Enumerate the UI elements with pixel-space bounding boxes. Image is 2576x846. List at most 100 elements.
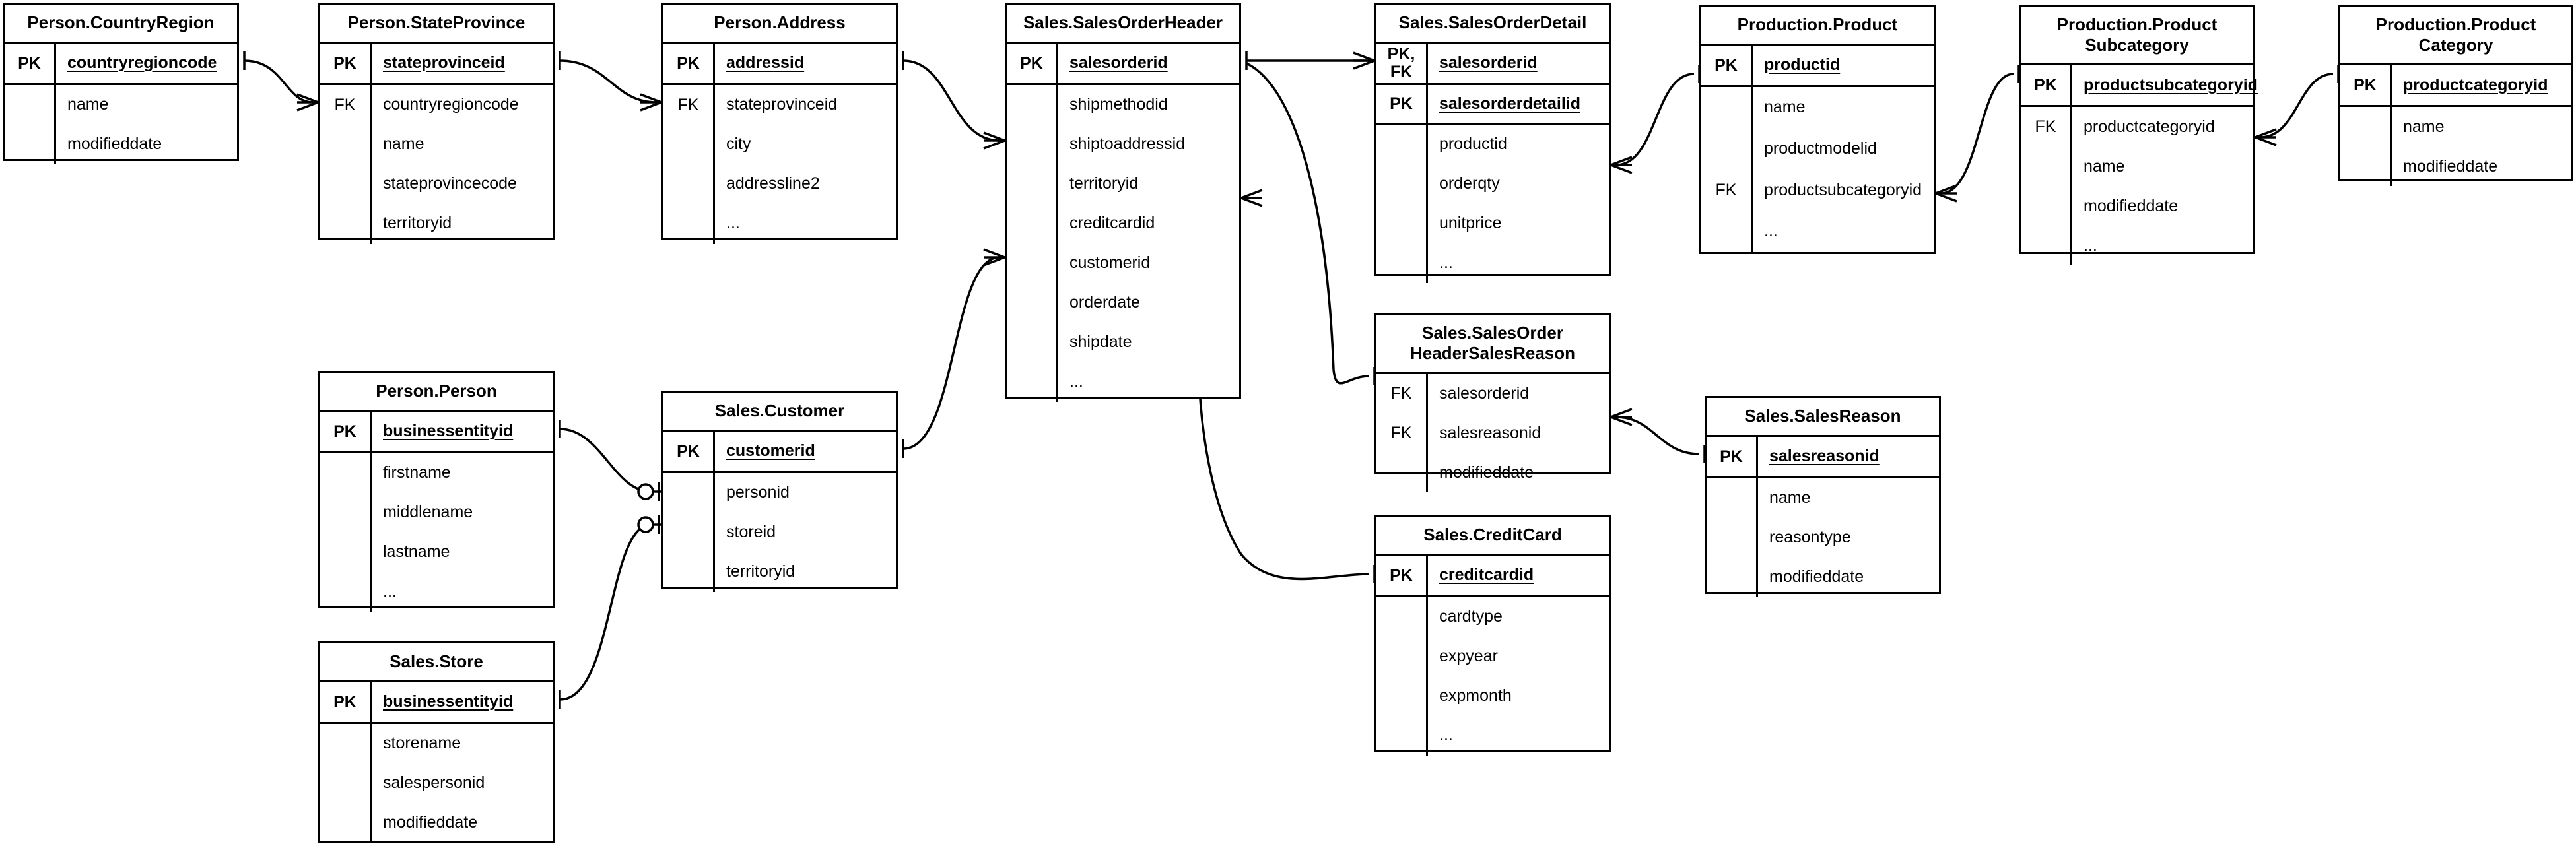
attribute-row[interactable]: unitprice — [1376, 203, 1609, 244]
attribute-name: shipdate — [1069, 333, 1132, 352]
key-field-name: businessentityid — [383, 422, 514, 441]
attribute-row[interactable]: modifieddate — [5, 124, 237, 164]
attribute-badge — [320, 164, 372, 204]
attribute-row[interactable]: stateprovincecode — [320, 164, 553, 204]
attribute-row[interactable]: ... — [663, 203, 896, 244]
attribute-row[interactable]: name — [1701, 86, 1934, 129]
attribute-row[interactable]: orderqty — [1376, 164, 1609, 204]
attribute-name: productmodelid — [1764, 139, 1877, 158]
attribute-row[interactable]: personid — [663, 472, 896, 513]
attribute-row[interactable]: name — [1707, 478, 1939, 518]
attribute-row[interactable]: ... — [320, 571, 553, 612]
attribute-row[interactable]: storeid — [663, 512, 896, 552]
attribute-row[interactable]: productid — [1376, 124, 1609, 164]
attribute-row[interactable]: modifieddate — [1707, 557, 1939, 597]
attribute-row[interactable]: name — [2340, 107, 2571, 147]
attribute-row[interactable]: shipmethodid — [1007, 84, 1239, 125]
entity-title: Production.Product Category — [2340, 7, 2571, 66]
attribute-row[interactable]: shipdate — [1007, 322, 1239, 362]
attribute-row[interactable]: productmodelid — [1701, 128, 1934, 170]
attribute-row[interactable]: modifieddate — [2340, 146, 2571, 187]
attribute-row[interactable]: cardtype — [1376, 597, 1609, 637]
attribute-badge — [320, 763, 372, 803]
attribute-row[interactable]: storename — [320, 723, 553, 764]
attribute-row[interactable]: ... — [1701, 211, 1934, 252]
attribute-row[interactable]: city — [663, 124, 896, 164]
attribute-row[interactable]: ... — [1376, 715, 1609, 756]
attribute-row[interactable]: name — [5, 84, 237, 125]
attribute-row[interactable]: customerid — [1007, 243, 1239, 283]
attribute-badge — [2340, 146, 2392, 187]
attribute-row[interactable]: ... — [1007, 362, 1239, 402]
attribute-row[interactable]: lastname — [320, 532, 553, 572]
attribute-row[interactable]: expmonth — [1376, 676, 1609, 716]
attribute-badge — [1007, 243, 1058, 283]
attribute-name: ... — [1069, 372, 1083, 391]
attribute-name: ... — [383, 582, 397, 601]
attribute-row[interactable]: name — [2021, 146, 2253, 187]
attribute-row[interactable]: ... — [1376, 243, 1609, 283]
attribute-row[interactable]: modifieddate — [1376, 453, 1609, 493]
attribute-row[interactable]: ... — [2021, 226, 2253, 266]
attribute-row[interactable]: modifieddate — [320, 802, 553, 843]
attribute-row[interactable]: name — [320, 124, 553, 164]
attribute-row[interactable]: modifieddate — [2021, 186, 2253, 226]
attribute-name: city — [726, 135, 751, 154]
attribute-row[interactable]: territoryid — [663, 552, 896, 592]
attribute-badge — [663, 512, 715, 552]
attribute-row[interactable]: creditcardid — [1007, 203, 1239, 244]
attribute-row[interactable]: middlename — [320, 492, 553, 533]
attribute-row[interactable]: addressline2 — [663, 164, 896, 204]
attribute-row[interactable]: reasontype — [1707, 517, 1939, 558]
attribute-row[interactable]: salespersonid — [320, 763, 553, 803]
attribute-badge — [1376, 676, 1428, 716]
attribute-row[interactable]: shiptoaddressid — [1007, 124, 1239, 164]
attribute-row[interactable]: orderdate — [1007, 282, 1239, 323]
attribute-name: modifieddate — [2084, 196, 2179, 215]
attribute-row[interactable]: territoryid — [320, 203, 553, 244]
attribute-row[interactable]: firstname — [320, 453, 553, 493]
entity-title: Person.CountryRegion — [5, 5, 237, 44]
attribute-row[interactable]: expyear — [1376, 636, 1609, 676]
attribute-badge — [663, 472, 715, 513]
attribute-row[interactable]: territoryid — [1007, 164, 1239, 204]
